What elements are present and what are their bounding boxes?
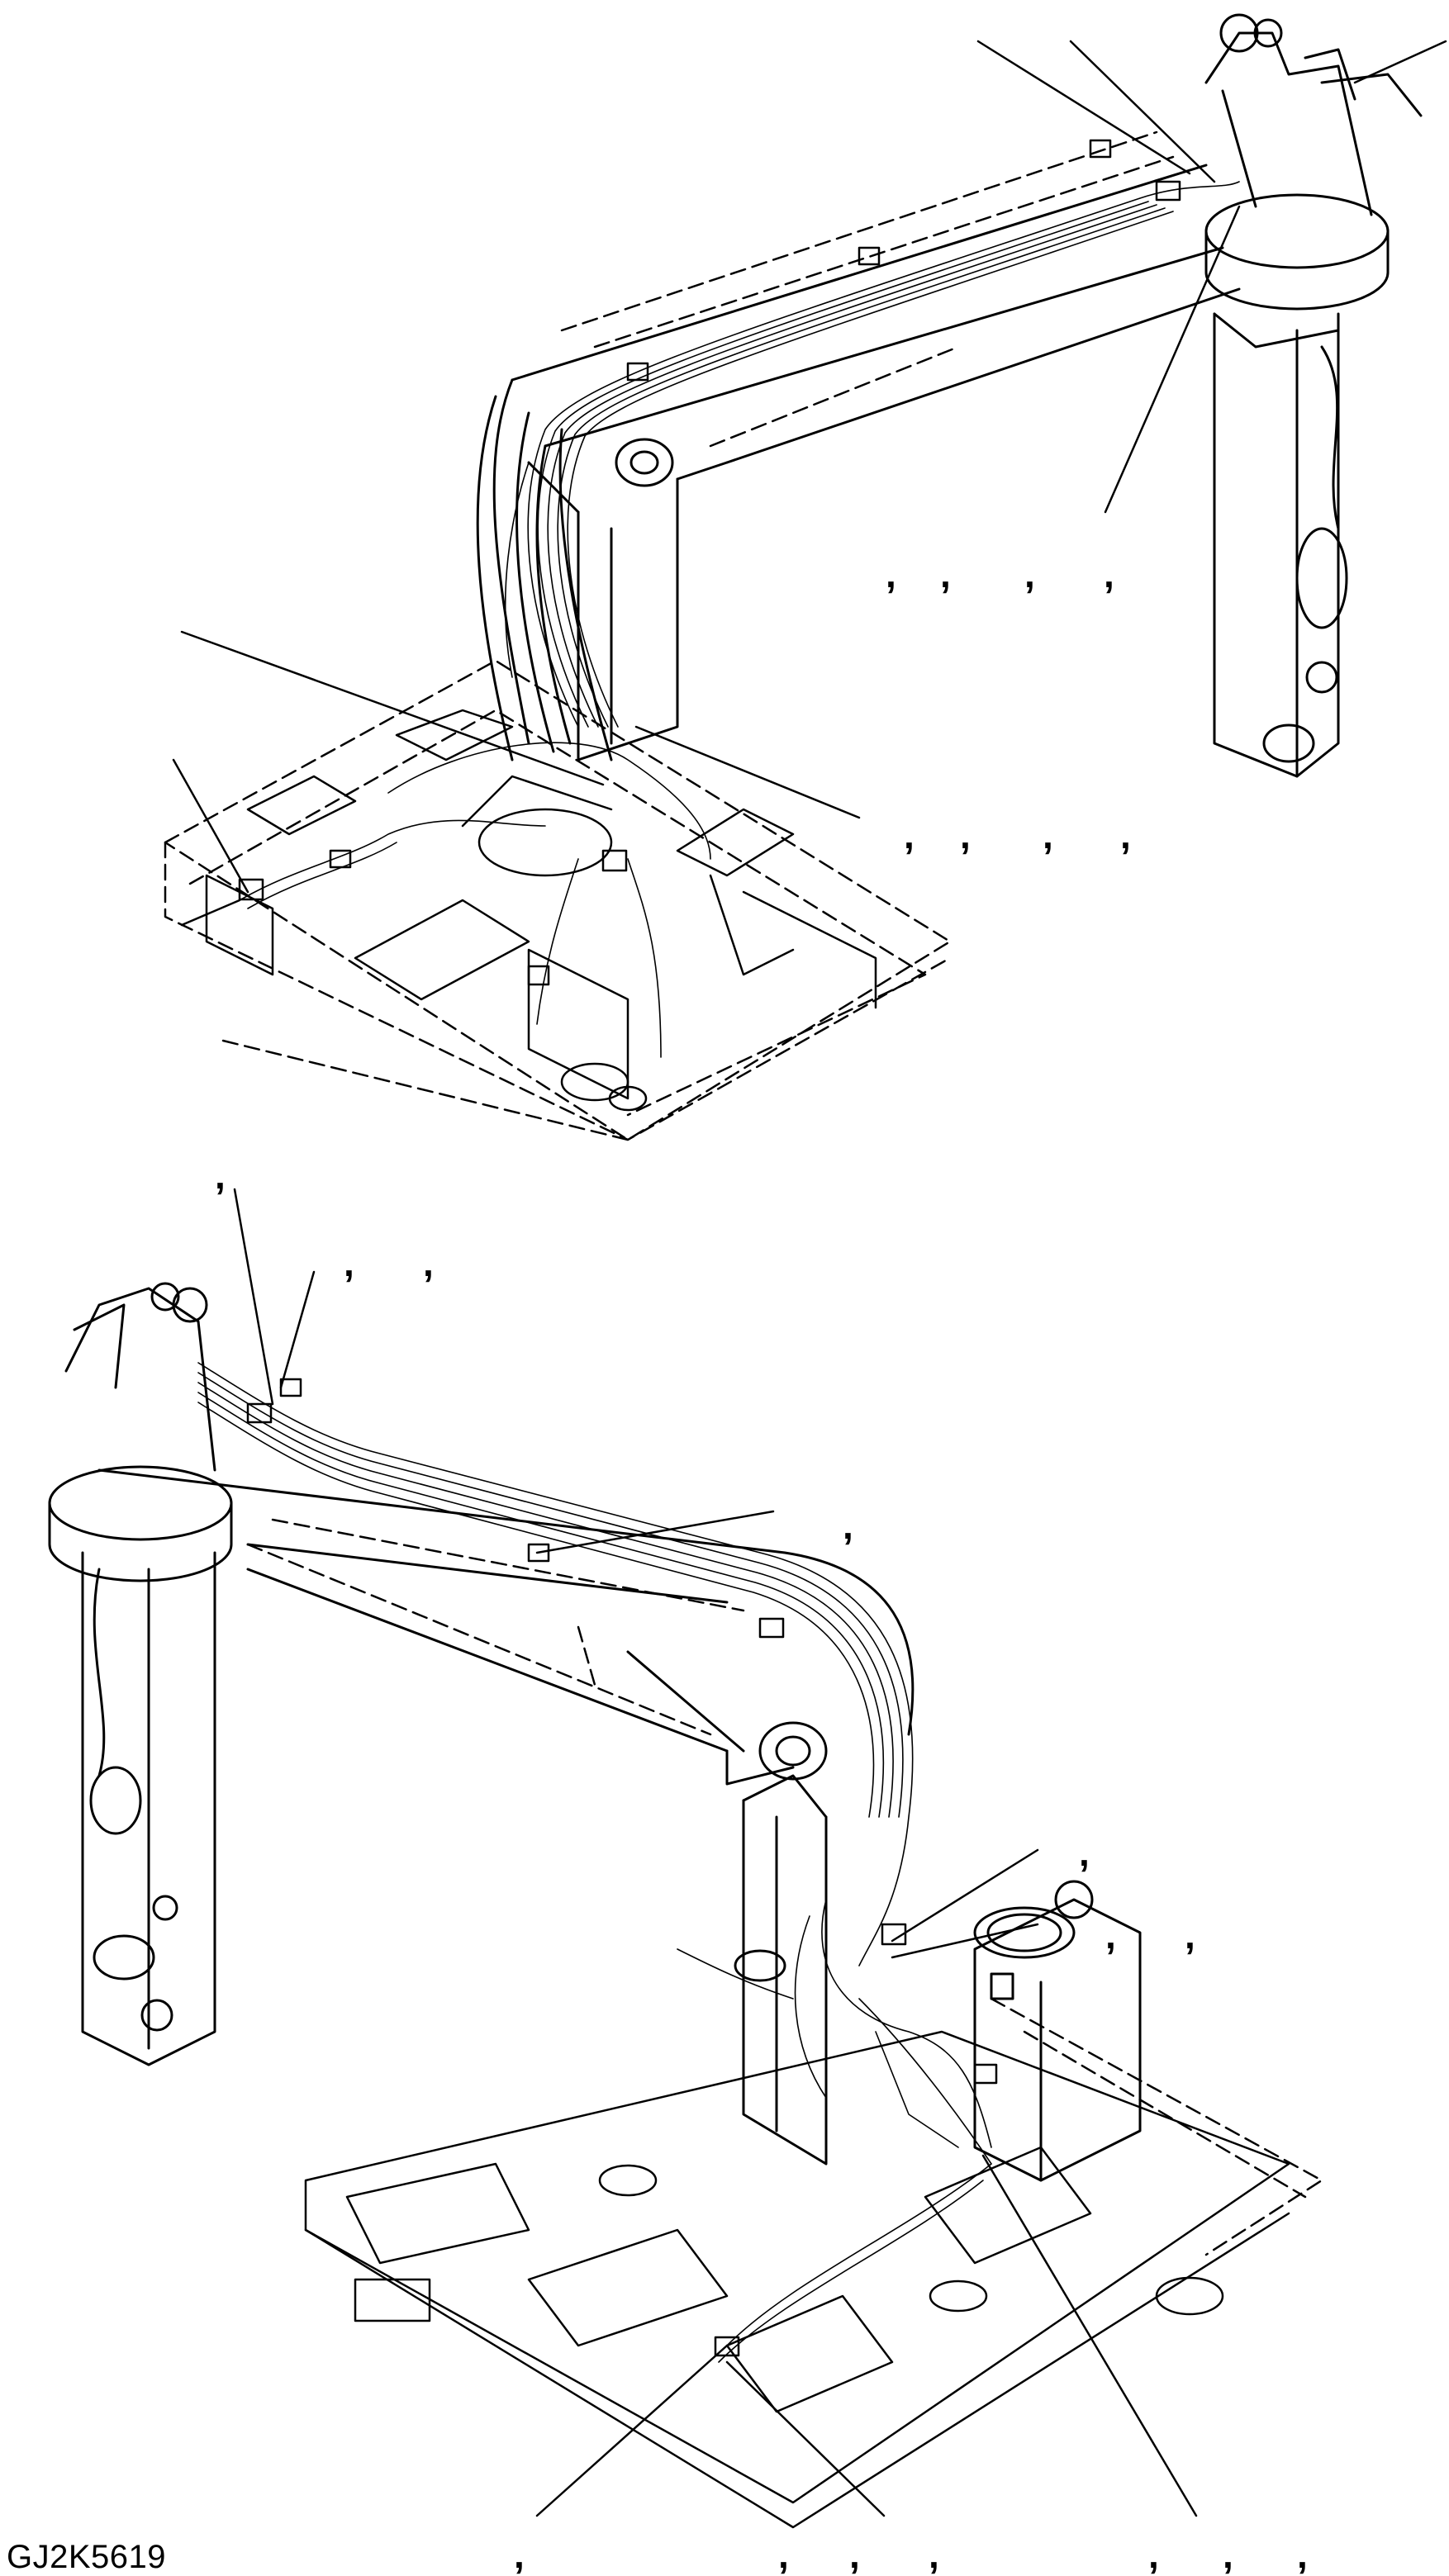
callout-bottom-left-b-2: , — [423, 1241, 434, 1284]
callout-footer-5: , — [1148, 2533, 1159, 2576]
callout-footer-7: , — [1297, 2533, 1308, 2576]
bottom-rotary-head — [48, 1282, 233, 1582]
bottom-machine-assembly — [48, 1188, 1323, 2529]
callout-footer-1: , — [514, 2533, 525, 2576]
callout-footer-3: , — [849, 2533, 860, 2576]
top-base-frame — [164, 659, 952, 1141]
callout-top-mid-arm-1: , — [904, 814, 915, 856]
bottom-boom-arm — [97, 1468, 915, 1786]
callout-bottom-mid-1: , — [843, 1504, 853, 1547]
top-boom-column — [527, 461, 729, 761]
top-leader-lines — [172, 40, 1447, 927]
bottom-leader-lines — [233, 1188, 1198, 2517]
callout-top-right-arm-3: , — [1024, 553, 1035, 595]
callout-top-right-arm-4: , — [1104, 553, 1114, 595]
bottom-boom-column — [734, 1774, 828, 2166]
top-machine-assembly — [164, 13, 1447, 1141]
bottom-hose-bundle — [197, 1362, 992, 2363]
top-rotary-head — [1204, 13, 1423, 311]
callout-bottom-right-b-1: , — [1105, 1914, 1116, 1957]
callout-top-mid-arm-3: , — [1043, 814, 1053, 856]
callout-top-mid-arm-4: , — [1120, 814, 1131, 856]
callout-top-right-arm-2: , — [940, 553, 951, 595]
callout-bottom-right-a-1: , — [1079, 1831, 1090, 1874]
callout-top-mid-arm-2: , — [960, 814, 971, 856]
bottom-hanging-column — [81, 1551, 216, 2066]
top-hanging-column — [1213, 312, 1348, 778]
top-boom-arm — [476, 164, 1241, 761]
bottom-base-frame — [304, 2030, 1290, 2529]
callout-bottom-left-b-1: , — [344, 1241, 354, 1284]
callout-footer-6: , — [1223, 2533, 1233, 2576]
figure-code: GJ2K5619 — [7, 2539, 167, 2575]
callout-footer-4: , — [929, 2533, 939, 2576]
top-hose-bundle — [239, 181, 1240, 1058]
callout-footer-2: , — [778, 2533, 789, 2576]
bottom-tank — [973, 1880, 1142, 2182]
callout-top-right-arm-1: , — [886, 553, 896, 595]
callout-bottom-right-b-2: , — [1185, 1914, 1195, 1957]
callout-bottom-left-a-1: , — [215, 1154, 226, 1197]
